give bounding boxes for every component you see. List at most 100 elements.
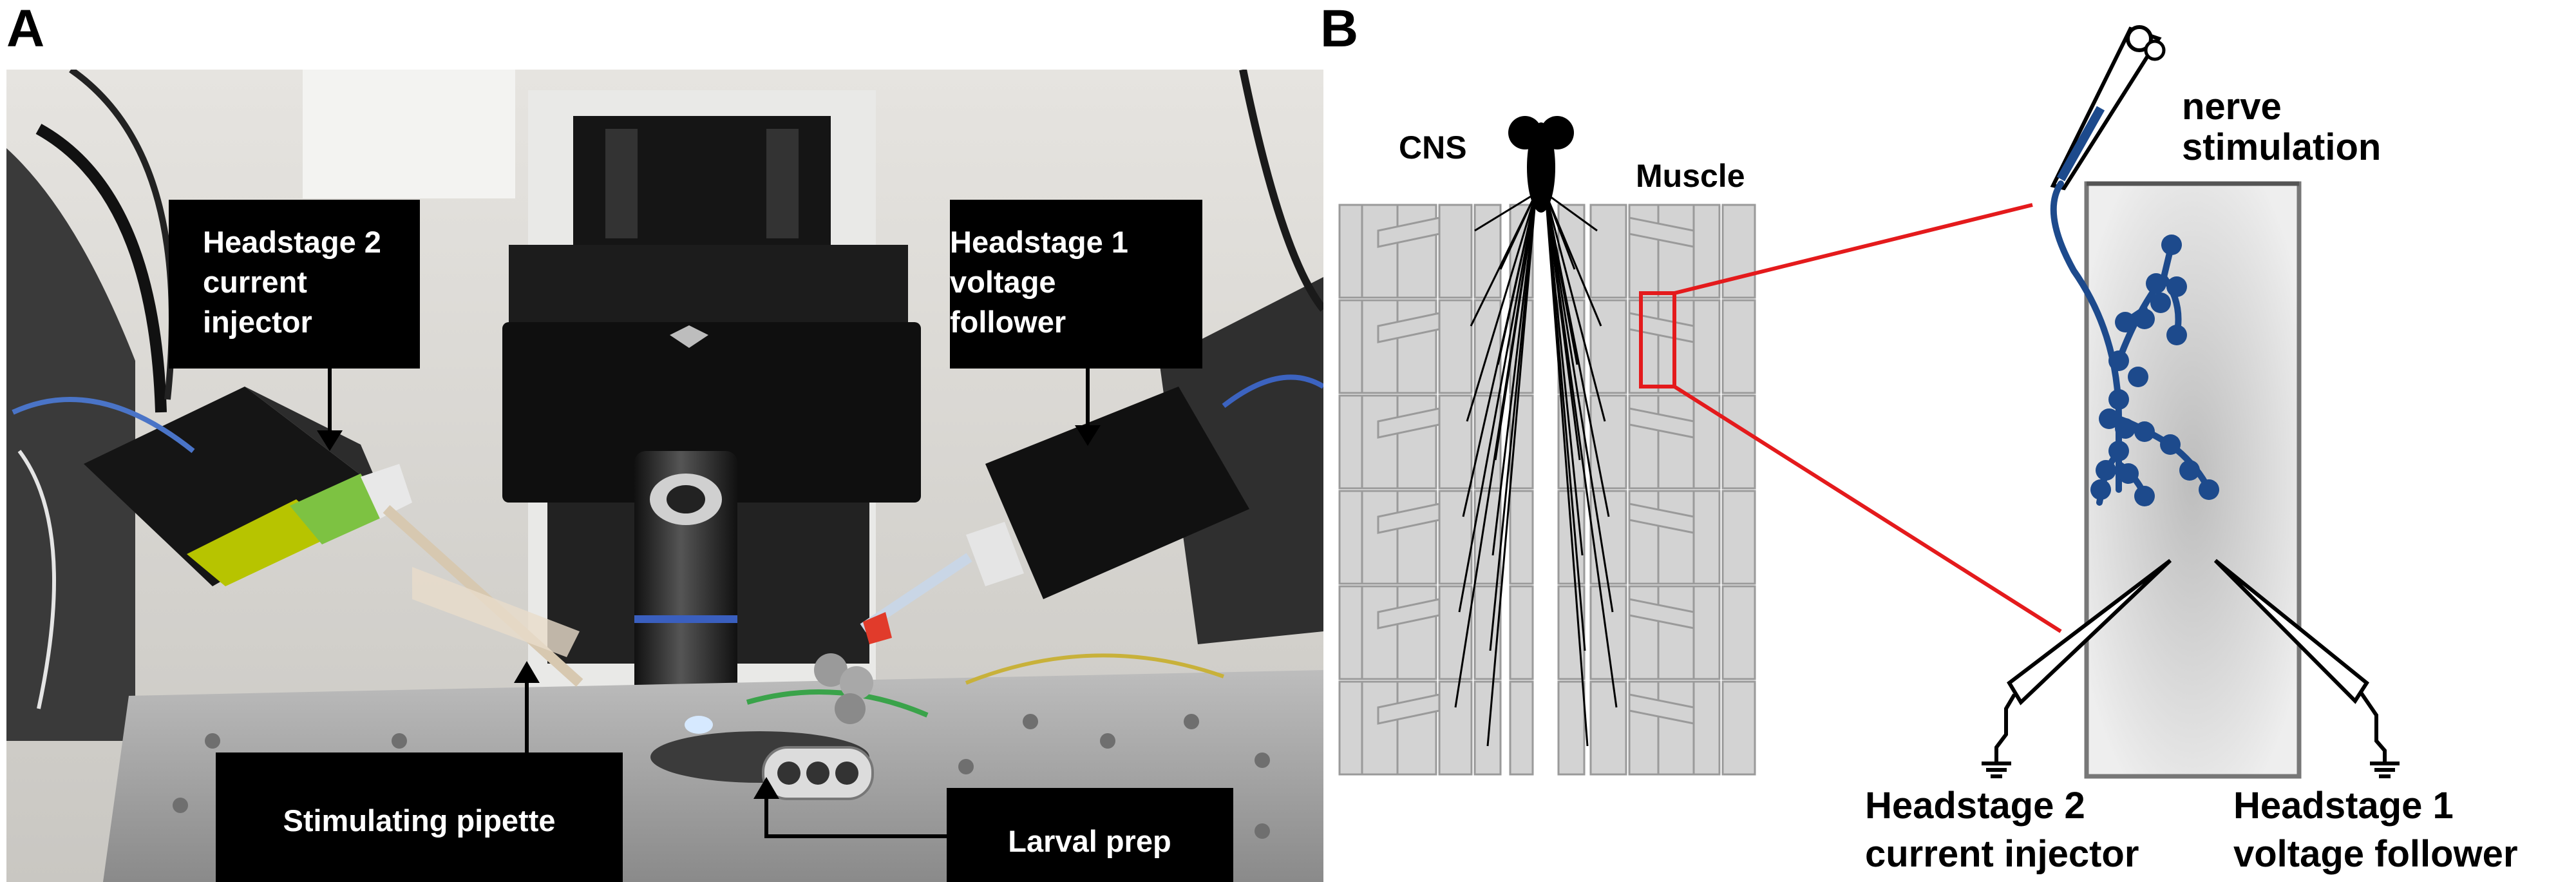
nerve-right xyxy=(1544,193,1610,517)
label-headstage-1: Headstage 1 voltage follower xyxy=(950,200,1202,369)
panel-b-letter: B xyxy=(1320,0,1358,58)
muscle-fiber-right xyxy=(1721,299,1756,394)
svg-text:Headstage 2: Headstage 2 xyxy=(203,225,381,259)
muscle-fiber-oblique xyxy=(1377,407,1441,439)
muscle-fiber-right xyxy=(1557,680,1586,776)
bouton xyxy=(2161,235,2182,255)
cns-label: CNS xyxy=(1399,129,1467,166)
bouton xyxy=(2166,325,2187,345)
muscle-fiber-left xyxy=(1361,394,1399,490)
bouton xyxy=(2108,389,2129,410)
nerve-right xyxy=(1544,193,1602,327)
nerve-left xyxy=(1458,193,1537,613)
svg-text:Larval prep: Larval prep xyxy=(1008,824,1171,858)
muscle-fiber-oblique xyxy=(1628,216,1695,248)
hs2-label-2: current injector xyxy=(1865,833,2139,875)
arrow-larval-prep xyxy=(753,777,947,838)
muscle-fiber-left xyxy=(1438,299,1473,394)
nmj-boutons xyxy=(2090,235,2219,506)
muscle-fiber-oblique xyxy=(1377,503,1441,534)
muscle-fiber-left xyxy=(1361,490,1399,585)
muscle-fiber-right xyxy=(1657,490,1695,585)
nerve-left xyxy=(1462,193,1537,517)
bouton xyxy=(2199,479,2219,500)
label-stimulating-pipette: Stimulating pipette xyxy=(216,753,623,882)
muscle-fiber-left xyxy=(1438,204,1473,299)
svg-text:current: current xyxy=(203,265,307,299)
muscle-fiber-left xyxy=(1438,394,1473,490)
muscle-fiber-left xyxy=(1338,204,1367,299)
svg-text:follower: follower xyxy=(950,305,1066,339)
muscle-fiber-right xyxy=(1589,394,1627,490)
muscle-fiber-oblique xyxy=(1628,693,1695,725)
muscle-fiber-left xyxy=(1509,680,1534,776)
bouton xyxy=(2108,350,2129,371)
muscle-fiber-oblique xyxy=(1377,598,1441,629)
muscle-fiber-right xyxy=(1721,490,1756,585)
muscle-fiber-right xyxy=(1692,585,1721,680)
nerve-left xyxy=(1466,193,1537,422)
panel-a-letter: A xyxy=(6,0,44,58)
hs1-label-1: Headstage 1 xyxy=(2233,785,2454,827)
bouton xyxy=(2108,441,2129,461)
muscle-fiber-right xyxy=(1692,490,1721,585)
muscle-fiber-left xyxy=(1509,490,1534,585)
larva-muscle-fields xyxy=(1338,204,1756,776)
bouton xyxy=(2115,418,2136,439)
muscle-fiber-right xyxy=(1721,585,1756,680)
bouton xyxy=(2115,312,2136,332)
nerve-right xyxy=(1544,193,1618,708)
right-equipment xyxy=(1159,277,1323,644)
bouton xyxy=(2090,479,2111,500)
cns xyxy=(1454,116,1618,747)
hs2-label-1: Headstage 2 xyxy=(1865,785,2085,827)
hs1-label-2: voltage follower xyxy=(2233,833,2518,875)
muscle-fiber-left xyxy=(1361,204,1399,299)
bouton xyxy=(2134,486,2155,506)
zoom-line-bottom xyxy=(1673,385,2062,633)
headstage-2-hardware xyxy=(12,387,583,709)
muscle-fiber-oblique xyxy=(1628,503,1695,534)
muscle-fiber-oblique xyxy=(1377,693,1441,725)
nerve-right xyxy=(1544,193,1606,422)
bouton xyxy=(2099,408,2119,429)
muscle-fiber-left xyxy=(1361,585,1399,680)
muscle-fiber-right xyxy=(1589,204,1627,299)
muscle-fiber-right xyxy=(1692,394,1721,490)
zoom-indicator xyxy=(1639,203,2062,633)
nerve-right xyxy=(1545,192,1598,232)
bouton xyxy=(2134,421,2155,442)
nerve-left xyxy=(1492,193,1537,556)
muscle-fiber-left xyxy=(1396,490,1437,585)
muscle-fiber-right xyxy=(1657,680,1695,776)
muscle-fiber-oblique xyxy=(1628,598,1695,629)
arrow-headstage-2 xyxy=(317,369,343,451)
segmental-nerves xyxy=(1454,192,1618,747)
muscle-fiber-right xyxy=(1589,680,1627,776)
arrow-stimulating-pipette xyxy=(514,661,540,753)
arrow-headstage-1 xyxy=(1075,369,1101,446)
bouton xyxy=(2118,463,2139,484)
nerve-label-1: nerve xyxy=(2182,86,2282,128)
stimulation-pipette xyxy=(2050,25,2166,191)
electrode-voltage-follower xyxy=(2213,559,2400,778)
headstage-1-hardware xyxy=(860,374,1323,644)
bouton xyxy=(2179,460,2200,481)
svg-text:injector: injector xyxy=(203,305,312,339)
muscle-fiber-left xyxy=(1473,680,1502,776)
muscle-label: Muscle xyxy=(1636,158,1745,194)
muscle-fiber-left xyxy=(1473,585,1502,680)
nerve-left xyxy=(1474,192,1537,232)
muscle-fiber-oblique xyxy=(1628,312,1695,343)
wall-panel xyxy=(303,70,515,198)
arrows xyxy=(317,369,1101,838)
muscle-fiber-right xyxy=(1657,585,1695,680)
muscle-fiber-left xyxy=(1438,680,1473,776)
muscle-fiber-left xyxy=(1473,204,1502,299)
muscle-fiber-right xyxy=(1721,680,1756,776)
muscle-fiber-left xyxy=(1338,394,1367,490)
muscle-fiber-right xyxy=(1721,394,1756,490)
svg-text:voltage: voltage xyxy=(950,265,1056,299)
prep-ground-plate xyxy=(762,746,874,800)
muscle-fiber-left xyxy=(1338,585,1367,680)
